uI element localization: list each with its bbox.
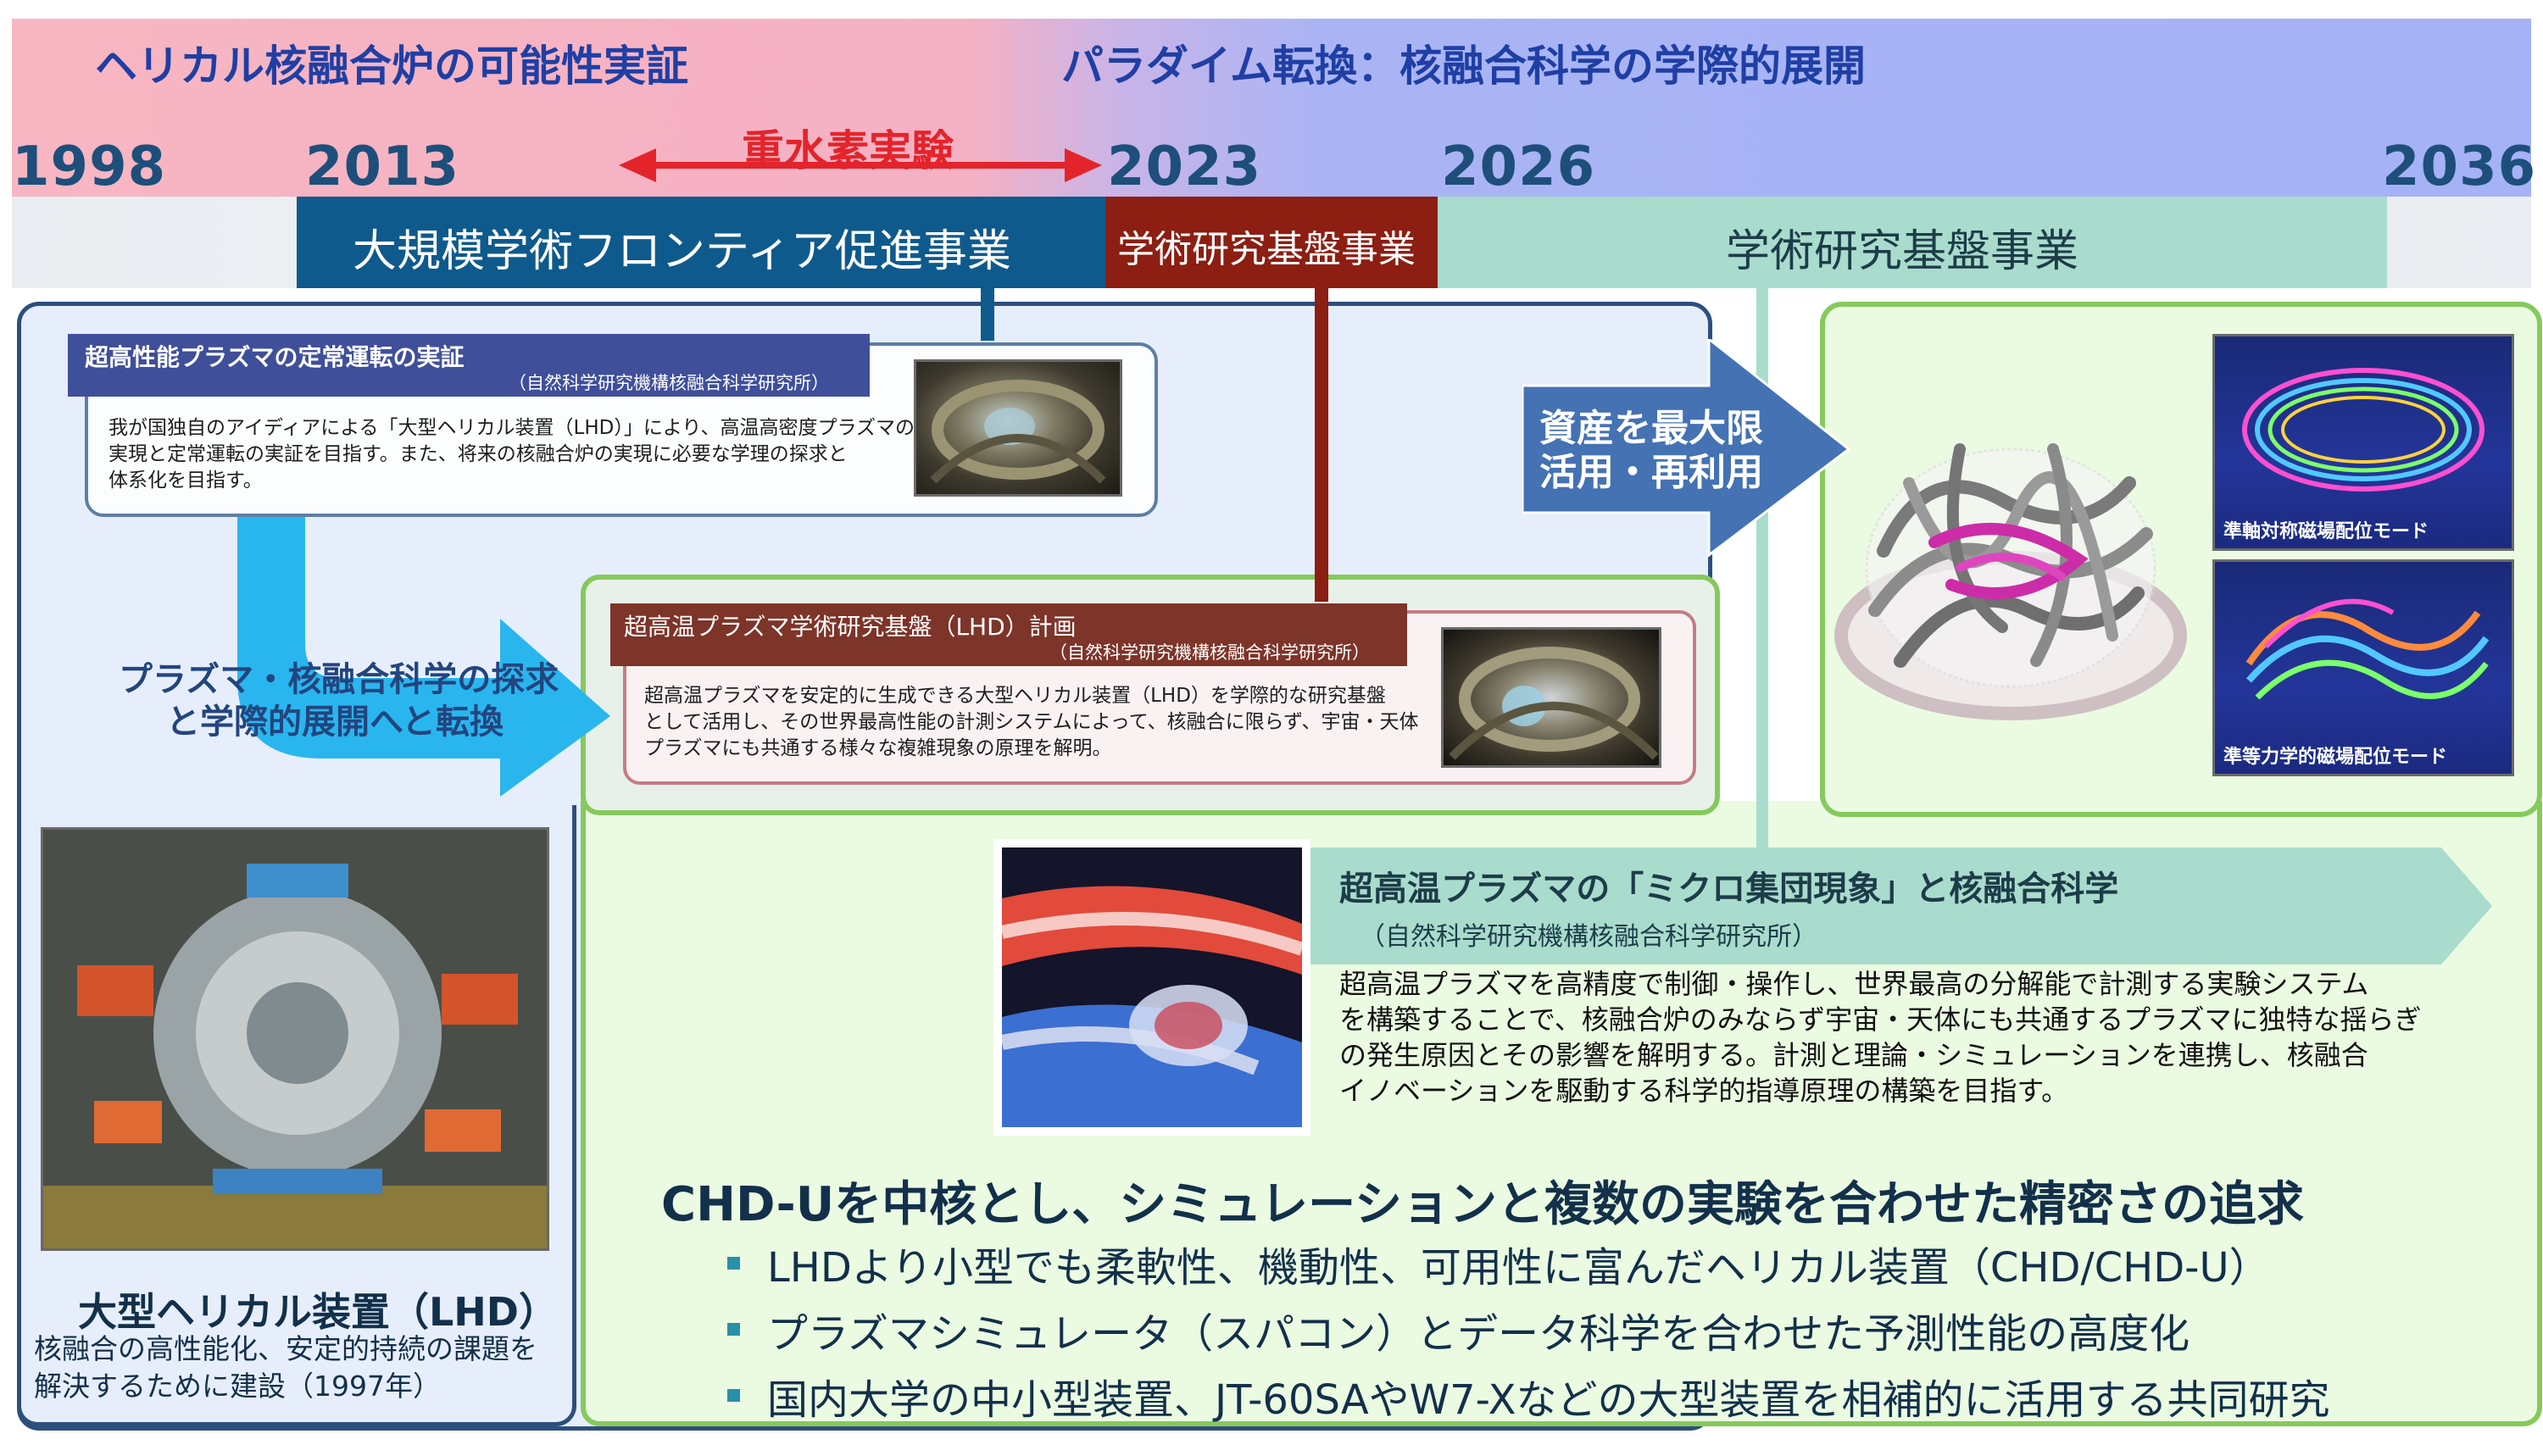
micro-body-line: イノベーションを駆動する科学的指導原理の構築を目指す。 — [1339, 1075, 2069, 1107]
simulation-image — [1002, 847, 1302, 1127]
year-1998: 1998 — [12, 136, 167, 198]
lhd-description-line: 核融合の高性能化、安定的持続の課題を — [34, 1332, 537, 1365]
lhd-description-line: 解決するために建設（1997年） — [34, 1370, 441, 1403]
card-lhd-plan-title: 超高温プラズマ学術研究基盤（LHD）計画 — [624, 613, 1077, 641]
year-2036: 2036 — [2382, 136, 2537, 198]
card-steady-state-body-line: 体系化を目指す。 — [109, 470, 263, 492]
banner-left-title: ヘリカル核融合炉の可能性実証 — [95, 42, 688, 91]
asset-arrow — [1522, 339, 1851, 559]
transition-label-1: プラズマ・核融合科学の探求 — [119, 660, 559, 699]
connector-frontier — [981, 288, 994, 341]
lhd-interior-sketch-2 — [1449, 647, 1659, 760]
micro-org: （自然科学研究機構核融合科学研究所） — [1360, 922, 1817, 952]
lhd-title: 大型ヘリカル装置（LHD） — [78, 1289, 558, 1335]
asset-label-1: 資産を最大限 — [1539, 407, 1763, 450]
deuterium-arrow — [619, 148, 1102, 182]
chd-bullet-2: プラズマシミュレータ（スパコン）とデータ科学を合わせた予測性能の高度化 — [767, 1310, 2190, 1358]
lhd-interior-sketch — [930, 380, 1106, 484]
bullet-marker — [727, 1323, 740, 1336]
mode-isodynamic-image: 準等力学的磁場配位モード — [2212, 559, 2514, 776]
lhd-device-photo — [41, 827, 549, 1251]
program-base-green: 学術研究基盤事業 — [1438, 197, 2387, 288]
bullet-marker — [727, 1257, 740, 1270]
card-steady-state-title: 超高性能プラズマの定常運転の実証 — [85, 343, 465, 371]
card-steady-state-org: （自然科学研究機構核融合科学研究所） — [509, 373, 829, 393]
helical-device-illustration — [1834, 443, 2187, 720]
program-frontier-label: 大規模学術フロンティア促進事業 — [353, 226, 1011, 277]
lhd-device-sketch — [43, 830, 547, 1248]
asset-label-2: 活用・再利用 — [1539, 451, 1763, 494]
micro-title-band — [1305, 847, 2492, 964]
mode-axisymmetric-torus — [2242, 368, 2485, 492]
micro-body: 超高温プラズマを高精度で制御・操作し、世界最高の分解能で計測する実験システム を… — [1339, 966, 2475, 1109]
lhd-interior-photo-1 — [914, 359, 1122, 497]
transition-label-2: と学際的展開へと転換 — [166, 703, 504, 742]
card-lhd-plan-body: 超高温プラズマを安定的に生成できる大型ヘリカル装置（LHD）を学際的な研究基盤 … — [644, 683, 1441, 762]
card-steady-state-body: 我が国独自のアイディアによる「大型ヘリカル装置（LHD）」により、高温高密度プラ… — [109, 415, 915, 494]
mode-isodynamic-label: 準等力学的磁場配位モード — [2223, 747, 2448, 768]
micro-body-line: 超高温プラズマを高精度で制御・操作し、世界最高の分解能で計測する実験システム — [1339, 968, 2369, 1000]
timeline-banner — [12, 19, 2531, 197]
micro-body-line: の発生原因とその影響を解明する。計測と理論・シミュレーションを連携し、核融合 — [1339, 1039, 2368, 1071]
card-steady-state-body-line: 実現と定常運転の実証を目指す。また、将来の核融合炉の実現に必要な学理の探求と — [109, 443, 848, 465]
chd-bullet-3: 国内大学の中小型装置、JT-60SAやW7-Xなどの大型装置を相補的に活用する共… — [767, 1376, 2330, 1424]
mode-axisymmetric-image: 準軸対称磁場配位モード — [2212, 334, 2514, 551]
card-lhd-plan-org: （自然科学研究機構核融合科学研究所） — [1049, 642, 1370, 663]
mode-isodynamic-torus — [2245, 598, 2490, 700]
card-steady-state-header: 超高性能プラズマの定常運転の実証 （自然科学研究機構核融合科学研究所） — [68, 334, 870, 397]
card-lhd-plan-body-line: プラズマにも共通する様々な複雑現象の原理を解明。 — [644, 737, 1112, 759]
program-frontier: 大規模学術フロンティア促進事業 — [297, 197, 1105, 288]
card-lhd-plan-header: 超高温プラズマ学術研究基盤（LHD）計画 （自然科学研究機構核融合科学研究所） — [610, 603, 1407, 666]
program-base-red-label: 学術研究基盤事業 — [1117, 228, 1416, 271]
banner-right-title: パラダイム転換：核融合科学の学際的展開 — [1061, 42, 1866, 91]
chd-title: CHD-Uを中核とし、シミュレーションと複数の実験を合わせた精密さの追求 — [661, 1177, 2304, 1232]
lhd-interior-photo-2 — [1441, 627, 1661, 768]
simulation-image-frame — [993, 839, 1310, 1136]
program-base-green-label: 学術研究基盤事業 — [1726, 226, 2079, 277]
micro-title: 超高温プラズマの「ミクロ集団現象」と核融合科学 — [1339, 870, 2119, 909]
card-lhd-plan-body-line: 超高温プラズマを安定的に生成できる大型ヘリカル装置（LHD）を学際的な研究基盤 — [644, 685, 1386, 707]
connector-base-red — [1315, 288, 1328, 602]
bullet-marker — [727, 1389, 740, 1402]
card-steady-state-body-line: 我が国独自のアイディアによる「大型ヘリカル装置（LHD）」により、高温高密度プラ… — [109, 417, 915, 439]
card-lhd-plan-body-line: として活用し、その世界最高性能の計測システムによって、核融合に限らず、宇宙・天体 — [644, 711, 1419, 733]
micro-body-line: を構築することで、核融合炉のみならず宇宙・天体にも共通するプラズマに独特な揺らぎ — [1339, 1003, 2422, 1036]
lhd-description: 核融合の高性能化、安定的持続の課題を 解決するために建設（1997年） — [34, 1331, 537, 1405]
transition-arrow — [237, 517, 610, 797]
chd-bullet-1: LHDより小型でも柔軟性、機動性、可用性に富んだヘリカル装置（CHD/CHD-U… — [767, 1244, 2270, 1292]
year-2023: 2023 — [1107, 136, 1262, 198]
year-2013: 2013 — [305, 136, 460, 198]
program-base-red: 学術研究基盤事業 — [1105, 197, 1438, 288]
mode-axisymmetric-label: 準軸対称磁場配位モード — [2223, 521, 2429, 542]
deuterium-label: 重水素実験 — [742, 126, 954, 175]
year-2026: 2026 — [1441, 136, 1596, 198]
